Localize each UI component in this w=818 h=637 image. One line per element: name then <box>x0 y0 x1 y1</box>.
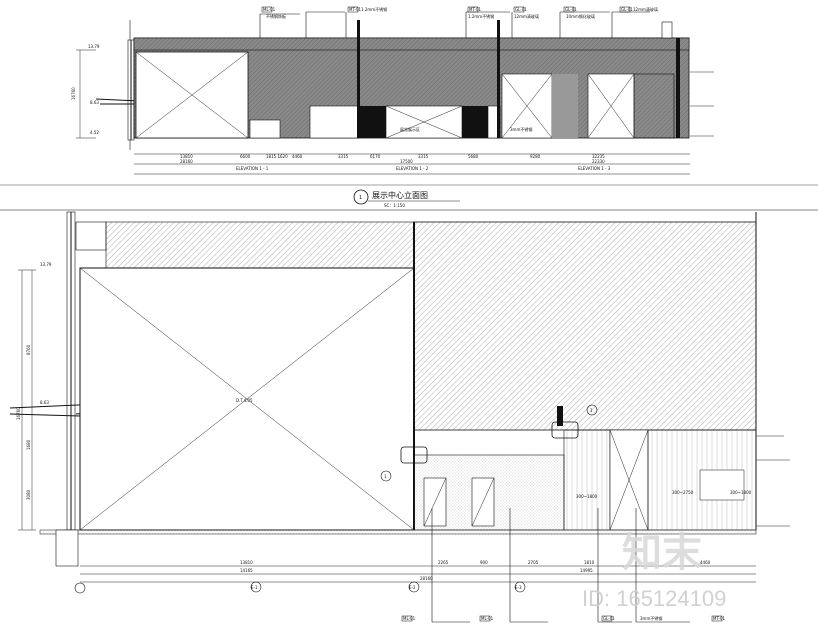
axis-marks: E-1 E-2 E-3 <box>74 581 526 594</box>
upper-dim: 6170 <box>370 154 381 159</box>
upper-tag-text: 10mm钢化玻璃 <box>566 13 595 19</box>
panel-note: D.T.4.05 <box>236 398 253 403</box>
axis-mark: E-3 <box>515 585 522 590</box>
watermark-id: ID: 165124109 <box>582 586 726 611</box>
lower-dim: 2705 <box>528 560 539 565</box>
lower-tag-code: ML-01 <box>481 616 494 621</box>
upper-dim: 32235 <box>592 154 605 159</box>
upper-tag-code: ML-01 <box>263 7 276 12</box>
upper-tag-text: 12mm清玻璃 <box>633 6 658 12</box>
lower-dim: 14165 <box>240 568 253 573</box>
lower-tag-text: 3mm不锈钢 <box>640 615 662 621</box>
lower-tag-code: GL-01 <box>603 616 615 621</box>
upper-tag-code: GL-01 <box>621 7 633 12</box>
upper-elevation: ML-01 不锈钢饰板 MT-01 1.2mm不锈钢 MT-01 1.2mm不锈… <box>71 6 714 175</box>
upper-dim: 6600 <box>240 154 251 159</box>
lower-height-dimensions: 16760 8760 1680 3080 13.79 8.63 <box>16 262 52 531</box>
callout-number: 1 <box>384 474 387 479</box>
lower-level: 8.63 <box>40 400 49 405</box>
lower-dim: 1810 <box>584 560 595 565</box>
lower-dim: 2265 <box>438 560 449 565</box>
upper-dim: 22330 <box>592 159 605 164</box>
watermark-brand: 知末 <box>622 530 702 576</box>
watermark: 知末 ID: 165124109 <box>582 530 726 611</box>
lower-dim: 4460 <box>700 560 711 565</box>
title-scale: SC：1:150 <box>384 203 405 208</box>
span-dim: 300~2750 <box>672 490 694 495</box>
lower-elevation: 16760 8760 1680 3080 13.79 8.63 8.76 D.T… <box>9 211 790 623</box>
upper-elev-label: ELEVATION 1 - 2 <box>396 166 429 171</box>
title-number: 1 <box>359 195 362 201</box>
lower-tag-code: ML-01 <box>403 616 416 621</box>
lower-height: 3080 <box>26 489 31 500</box>
lower-level: 13.79 <box>40 262 52 267</box>
axis-mark: E-2 <box>409 585 416 590</box>
lower-tag-leaders: ML-01 ML-01 GL-01 MT-01 3mm不锈钢 <box>401 508 726 623</box>
upper-height-dimension: 16760 13.79 8.63 4.52 <box>71 44 100 139</box>
upper-tag-text: 不锈钢饰板 <box>266 13 286 19</box>
lower-dim: 900 <box>480 560 488 565</box>
lower-height: 16760 <box>16 407 21 420</box>
upper-dim: 3315 <box>418 154 429 159</box>
lower-height: 8760 <box>26 344 31 355</box>
upper-tag-text: 1.2mm不锈钢 <box>361 6 387 12</box>
upper-dim: 9280 <box>530 154 541 159</box>
span-dim: 300~1800 <box>576 494 598 499</box>
upper-dim: 1815 1620 <box>266 154 288 159</box>
upper-dim: 13810 <box>180 154 193 159</box>
upper-level: 13.79 <box>88 44 100 49</box>
axis-mark: E-1 <box>251 585 258 590</box>
upper-level: 8.63 <box>90 100 99 105</box>
span-dim: 300~1800 <box>730 490 752 495</box>
upper-tag-text: 1.2mm不锈钢 <box>468 13 494 19</box>
upper-level: 4.52 <box>90 130 99 135</box>
upper-tag-text: 12mm清玻璃 <box>514 13 539 19</box>
upper-height-text: 16760 <box>71 87 76 100</box>
upper-tag-code: GL-01 <box>515 7 527 12</box>
drawing-title: 1 展示中心立面图 SC：1:150 <box>353 189 460 208</box>
upper-dim: 28160 <box>180 159 193 164</box>
upper-right-levels <box>690 71 714 137</box>
upper-dim: 17500 <box>400 159 413 164</box>
upper-elev-label: ELEVATION 1 - 1 <box>236 166 269 171</box>
upper-tag-texts: ML-01 不锈钢饰板 MT-01 1.2mm不锈钢 MT-01 1.2mm不锈… <box>261 6 658 19</box>
lower-dimensions: 13810 2265 900 2705 1810 4460 14165 1499… <box>80 560 756 583</box>
upper-dimensions: 13810 6600 1815 1620 4460 3315 6170 3315… <box>134 153 690 175</box>
upper-dim: 3315 <box>338 154 349 159</box>
upper-tag-code: MT-01 <box>349 7 362 12</box>
upper-tag-code: GL-01 <box>565 7 577 12</box>
upper-dim: 5680 <box>468 154 479 159</box>
upper-elev-label: ELEVATION 1 - 3 <box>578 166 611 171</box>
lower-dim: 28160 <box>420 576 433 581</box>
upper-tag-code: MT-01 <box>469 7 482 12</box>
lower-dim: 13810 <box>240 560 253 565</box>
title-name: 展示中心立面图 <box>372 190 428 200</box>
callout-number: 1 <box>590 408 593 413</box>
lower-tag-code: MT-01 <box>713 616 726 621</box>
lower-height: 1680 <box>26 439 31 450</box>
upper-bottom-note: 展览展示区 <box>400 126 420 132</box>
lower-dim: 14995 <box>580 568 593 573</box>
upper-dim: 4460 <box>292 154 303 159</box>
upper-bottom-note: 3mm不锈钢 <box>510 126 532 132</box>
